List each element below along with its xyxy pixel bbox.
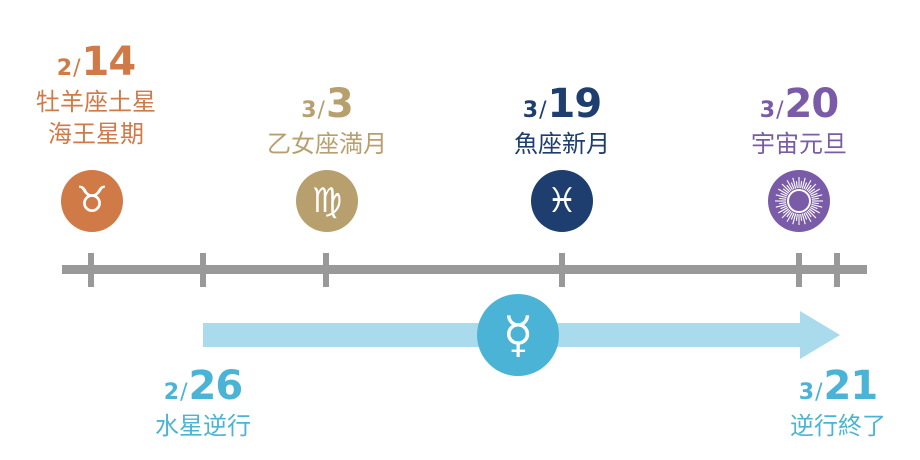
retrograde-start-date: 2/26	[103, 366, 303, 406]
event-date: 2/14	[0, 42, 196, 82]
event-label: 牡羊座土星 海王星期	[0, 86, 196, 150]
timeline-tick	[88, 253, 94, 287]
date-slash: /	[815, 380, 823, 405]
event-day: 3	[325, 81, 354, 127]
event-day: 26	[188, 363, 244, 409]
event-3-20: 3/20 宇宙元旦	[699, 84, 899, 160]
retrograde-end-label: 逆行終了	[790, 412, 886, 440]
event-month: 3	[798, 380, 815, 405]
event-3-3: 3/3 乙女座満月	[227, 84, 427, 160]
event-label-line: 宇宙元旦	[751, 130, 847, 158]
taurus-icon: ♉	[61, 170, 123, 232]
event-label: 乙女座満月	[227, 128, 427, 160]
event-date: 3/19	[462, 84, 662, 124]
event-month: 3	[522, 98, 539, 123]
timeline-tick	[796, 253, 802, 287]
event-day: 21	[823, 363, 879, 409]
date-slash: /	[73, 56, 81, 81]
event-label-line: 海王星期	[48, 120, 144, 148]
retrograde-end-date: 3/21	[738, 366, 920, 406]
event-date: 3/3	[227, 84, 427, 124]
event-label-line: 乙女座満月	[267, 130, 387, 158]
event-day: 20	[784, 81, 840, 127]
timeline-axis	[62, 265, 867, 274]
retrograde-end: 3/21 逆行終了	[738, 366, 920, 442]
date-slash: /	[776, 98, 784, 123]
event-day: 14	[81, 39, 137, 85]
mercury-icon: ☿	[477, 294, 559, 376]
timeline-tick	[834, 253, 840, 287]
event-3-19: 3/19 魚座新月	[462, 84, 662, 160]
retrograde-start-label: 水星逆行	[155, 412, 251, 440]
date-slash: /	[180, 380, 188, 405]
event-day: 19	[547, 81, 603, 127]
timeline-tick	[323, 253, 329, 287]
pisces-icon: ♓	[531, 170, 593, 232]
event-month: 2	[56, 56, 73, 81]
date-slash: /	[539, 98, 547, 123]
timeline-tick	[559, 253, 565, 287]
event-month: 3	[301, 98, 317, 123]
event-date: 3/20	[699, 84, 899, 124]
event-label: 魚座新月	[462, 128, 662, 160]
event-month: 2	[163, 380, 180, 405]
retrograde-start: 2/26 水星逆行	[103, 366, 303, 442]
event-month: 3	[759, 98, 776, 123]
event-label-line: 魚座新月	[514, 130, 610, 158]
timeline-tick	[200, 253, 206, 287]
virgo-icon: ♍	[296, 170, 358, 232]
sunburst-icon	[768, 170, 830, 232]
date-slash: /	[317, 98, 325, 123]
event-2-14: 2/14 牡羊座土星 海王星期	[0, 42, 196, 150]
retrograde-arrow-head	[800, 311, 840, 359]
event-label: 宇宙元旦	[699, 128, 899, 160]
event-label-line: 牡羊座土星	[36, 88, 156, 116]
